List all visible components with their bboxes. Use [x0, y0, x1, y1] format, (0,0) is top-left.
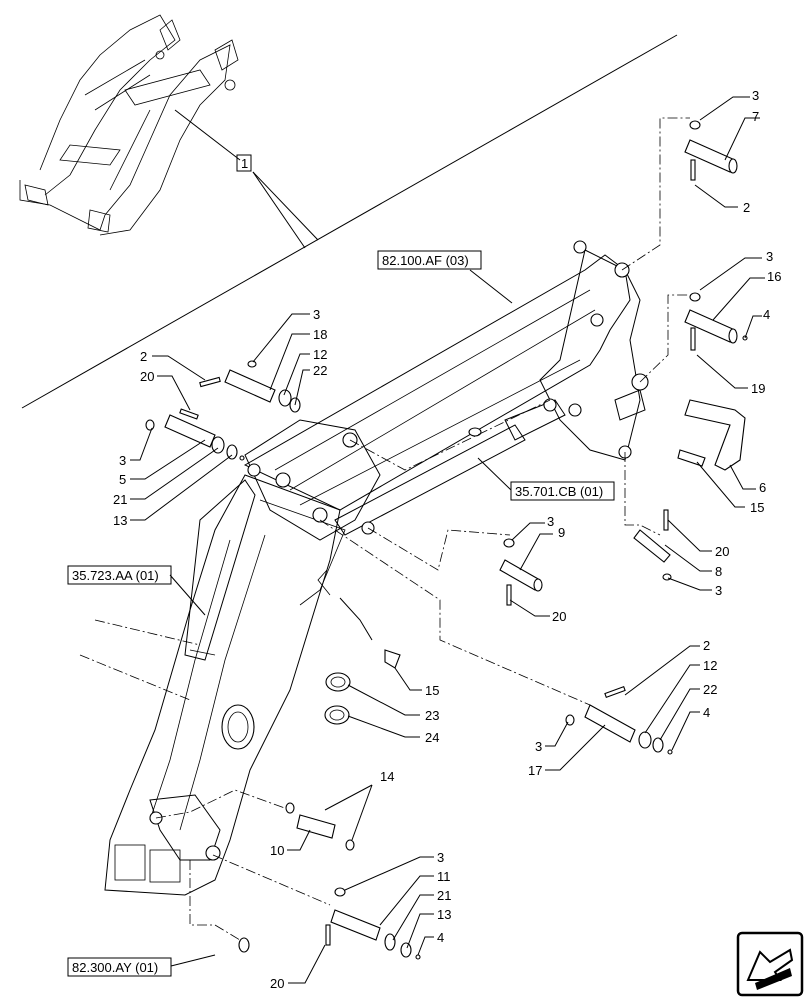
- callout-23: 23: [425, 708, 439, 723]
- callout-13: 13: [437, 907, 451, 922]
- leader-line: [169, 574, 206, 616]
- callout-2: 2: [703, 638, 710, 653]
- next-page-arrow-icon[interactable]: [736, 931, 804, 997]
- separator-line: [21, 34, 678, 409]
- callout-3: 3: [766, 249, 773, 264]
- handle-6: [677, 399, 746, 471]
- callout-10: 10: [270, 843, 284, 858]
- pin-10: [285, 802, 355, 851]
- callout-3: 3: [752, 88, 759, 103]
- callout-21: 21: [437, 888, 451, 903]
- pin-18: [199, 360, 301, 413]
- callout-3: 3: [437, 850, 444, 865]
- washers-23-24: [324, 649, 401, 725]
- pin-11: [238, 887, 421, 960]
- callout-16: 16: [767, 269, 781, 284]
- pin-9: [499, 538, 543, 606]
- loader-arm-drawing: [104, 240, 649, 896]
- callout-20: 20: [270, 976, 284, 991]
- svg-text:1: 1: [241, 156, 248, 171]
- callout-20: 20: [715, 544, 729, 559]
- callout-17: 17: [528, 763, 542, 778]
- callout-15: 15: [425, 683, 439, 698]
- callout-15: 15: [750, 500, 764, 515]
- pin-16: [684, 292, 748, 351]
- callout-3: 3: [535, 739, 542, 754]
- callout-numbers: 3 7 2 3 16 4 19 6 15 20 8 3 3 9 20 2 12 …: [113, 88, 781, 991]
- callout-2: 2: [140, 349, 147, 364]
- callout-13: 13: [113, 513, 127, 528]
- svg-text:35.723.AA (01): 35.723.AA (01): [72, 568, 159, 583]
- callout-4: 4: [703, 705, 710, 720]
- leader-line: [252, 171, 319, 241]
- callout-7: 7: [752, 109, 759, 124]
- callout-2: 2: [743, 200, 750, 215]
- callout-12: 12: [703, 658, 717, 673]
- pin-7: [684, 120, 738, 181]
- callout-14: 14: [380, 769, 394, 784]
- callout-11: 11: [437, 869, 451, 884]
- callout-21: 21: [113, 492, 127, 507]
- ref-box-82-100-af[interactable]: 82.100.AF (03): [377, 250, 482, 270]
- inset-loader-illustration: [19, 14, 239, 236]
- callout-3: 3: [313, 307, 320, 322]
- svg-text:82.300.AY (01): 82.300.AY (01): [72, 960, 158, 975]
- leader-line: [252, 171, 306, 249]
- callout-18: 18: [313, 327, 327, 342]
- callout-19: 19: [751, 381, 765, 396]
- callout-leaders: [130, 96, 765, 984]
- callout-20: 20: [140, 369, 154, 384]
- ref-box-35-723-aa[interactable]: 35.723.AA (01): [67, 565, 172, 585]
- callout-20: 20: [552, 609, 566, 624]
- callout-6: 6: [759, 480, 766, 495]
- callout-5: 5: [119, 472, 126, 487]
- dash-centerlines: [79, 117, 690, 941]
- svg-text:35.701.CB (01): 35.701.CB (01): [515, 484, 603, 499]
- inset-label-box: 1: [236, 154, 252, 172]
- leader-line: [469, 269, 513, 304]
- callout-3: 3: [715, 583, 722, 598]
- callout-24: 24: [425, 730, 439, 745]
- callout-4: 4: [763, 307, 770, 322]
- leader-line: [170, 954, 216, 967]
- callout-4: 4: [437, 930, 444, 945]
- callout-8: 8: [715, 564, 722, 579]
- svg-text:82.100.AF (03): 82.100.AF (03): [382, 253, 469, 268]
- callout-22: 22: [313, 363, 327, 378]
- callout-12: 12: [313, 347, 327, 362]
- ref-box-82-300-ay[interactable]: 82.300.AY (01): [67, 957, 172, 977]
- leader-line: [477, 457, 512, 491]
- leader-line: [174, 109, 241, 161]
- pin-5: [145, 408, 245, 461]
- ref-box-35-701-cb[interactable]: 35.701.CB (01): [510, 481, 615, 501]
- callout-22: 22: [703, 682, 717, 697]
- pin-17: [565, 685, 673, 755]
- callout-9: 9: [558, 525, 565, 540]
- callout-3: 3: [547, 514, 554, 529]
- callout-3: 3: [119, 453, 126, 468]
